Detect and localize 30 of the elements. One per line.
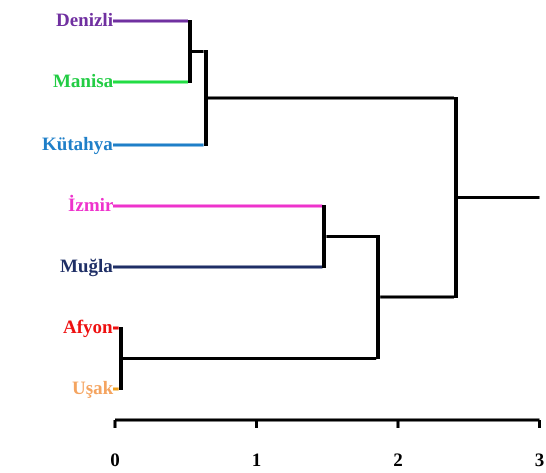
cluster-junction-bar xyxy=(188,20,192,83)
leaf-label: Denizli xyxy=(56,10,113,32)
axis-tick-label: 3 xyxy=(534,450,546,472)
leaf-label: Manisa xyxy=(53,71,114,93)
dendrogram-branch xyxy=(113,144,204,146)
dendrogram-branch xyxy=(113,388,119,390)
dendrogram-branch xyxy=(208,96,454,100)
leaf-label: Muğla xyxy=(60,256,113,278)
dendrogram-branch xyxy=(458,196,540,199)
dendrogram-branch xyxy=(113,20,188,22)
cluster-junction-bar xyxy=(376,235,380,359)
dendrogram-branch xyxy=(113,266,322,268)
leaf-label: Uşak xyxy=(72,378,114,400)
dendrogram-branch xyxy=(326,235,376,238)
cluster-junction-bar xyxy=(454,97,458,298)
axis-tick-label: 1 xyxy=(250,450,262,472)
dendrogram-branch xyxy=(113,204,322,208)
dendrogram-branch xyxy=(192,50,204,53)
cluster-junction-bar xyxy=(322,205,326,268)
axis-tick-label: 2 xyxy=(392,450,404,472)
dendrogram-branch xyxy=(113,80,188,84)
dendrogram-branch xyxy=(113,326,119,330)
dendrogram-branch xyxy=(122,357,376,360)
leaf-label: İzmir xyxy=(68,195,114,217)
leaf-label: Kütahya xyxy=(42,134,113,156)
axis-tick-label: 0 xyxy=(109,450,121,472)
cluster-junction-bar xyxy=(204,50,208,146)
dendrogram-branch xyxy=(380,296,454,298)
cluster-junction-bar xyxy=(118,327,123,390)
leaf-label: Afyon xyxy=(63,317,113,339)
